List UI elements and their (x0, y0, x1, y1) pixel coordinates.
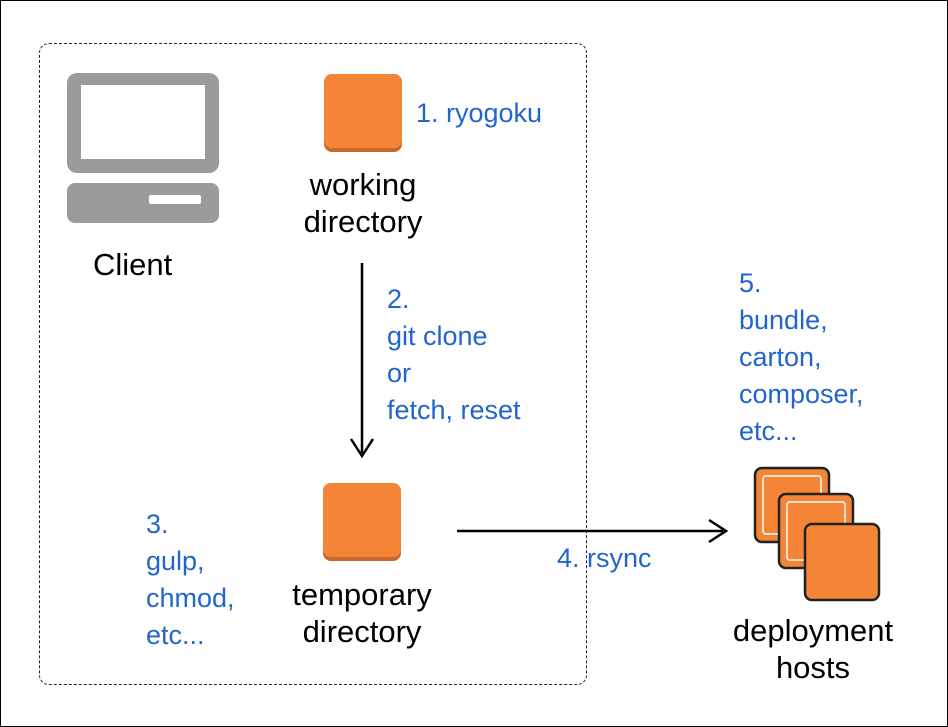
step1-line1: 1. ryogoku (416, 98, 543, 128)
step2-line3: or (387, 358, 412, 388)
working-directory-icon (324, 74, 402, 152)
arrow-rsync (457, 518, 729, 544)
client-label: Client (93, 247, 173, 282)
stacked-servers-icon (753, 466, 881, 602)
step3-label: 3. gulp, chmod, etc... (146, 506, 235, 654)
temporary-directory-label: temporary directory (269, 576, 455, 650)
step4-line1: 4. rsync (557, 543, 652, 573)
step3-line2: gulp, (146, 546, 205, 576)
step2-line2: git clone (387, 321, 488, 351)
deployment-hosts-label-line1: deployment (732, 613, 894, 648)
step1-label: 1. ryogoku (416, 95, 542, 132)
temporary-directory-label-line1: temporary (292, 577, 432, 612)
step3-line1: 3. (146, 509, 169, 539)
arrow-clone (349, 263, 375, 459)
step5-line4: composer, (739, 379, 864, 409)
temporary-directory-icon (323, 483, 401, 561)
working-directory-label-line2: directory (303, 204, 423, 239)
desktop-computer-icon (67, 73, 219, 223)
step5-line3: carton, (739, 342, 822, 372)
step5-line1: 5. (739, 268, 762, 298)
step5-line5: etc... (739, 416, 798, 446)
working-directory-label: working directory (283, 166, 443, 240)
step4-label: 4. rsync (557, 540, 652, 577)
step2-label: 2. git clone or fetch, reset (387, 281, 521, 429)
server-box-front (803, 522, 881, 602)
deployment-hosts-label-line2: hosts (775, 650, 851, 685)
deployment-hosts-label: deployment hosts (713, 612, 913, 686)
step2-line4: fetch, reset (387, 395, 521, 425)
step5-label: 5. bundle, carton, composer, etc... (739, 265, 864, 450)
step3-line3: chmod, (146, 583, 235, 613)
working-directory-label-line1: working (309, 167, 417, 202)
step2-line1: 2. (387, 284, 410, 314)
step3-line4: etc... (146, 620, 205, 650)
temporary-directory-label-line2: directory (302, 614, 422, 649)
step5-line2: bundle, (739, 305, 828, 335)
client-boundary (39, 43, 587, 685)
